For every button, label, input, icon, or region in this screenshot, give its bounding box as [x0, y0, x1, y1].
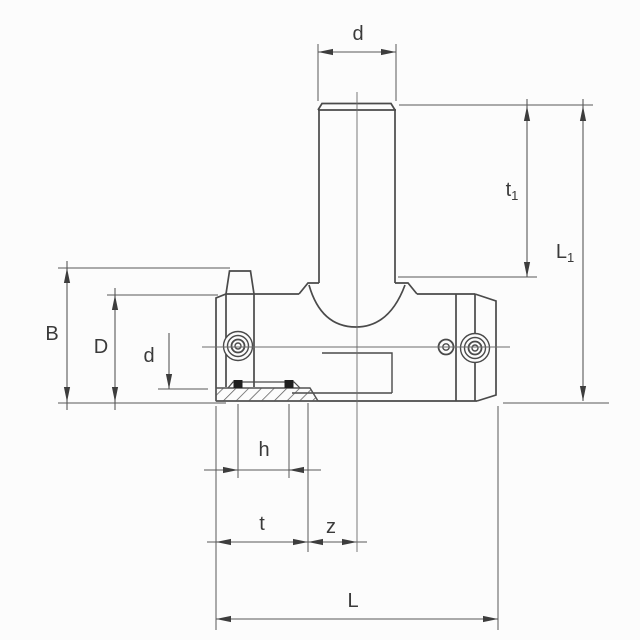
- dimension-lines: [66, 51, 584, 620]
- body-terminal-bump: [225, 270, 255, 295]
- main-body: [215, 102, 497, 402]
- left-terminal-ring-mid: [226, 334, 250, 358]
- arrow-t1-down: [523, 262, 531, 277]
- arrow-D-down: [111, 387, 119, 402]
- terminals: [222, 330, 491, 364]
- arrow-branch-d-left: [318, 48, 333, 56]
- left-terminal-ring-inner: [230, 338, 246, 354]
- label-z-offset-text: z: [326, 516, 336, 538]
- label-socket-depth: t: [259, 514, 265, 534]
- arrow-D-up: [111, 295, 119, 310]
- arrow-L-left: [216, 615, 231, 623]
- arrow-L-right: [483, 615, 498, 623]
- label-branch-diameter: d: [352, 24, 363, 44]
- label-bore-diameter-text: d: [143, 345, 155, 367]
- bore-funnel: [308, 284, 406, 328]
- label-overall-height: B: [45, 324, 58, 344]
- body-right-end: [474, 293, 497, 402]
- arrow-t-left: [216, 538, 231, 546]
- label-overall-height-text: B: [45, 323, 59, 345]
- arrow-z-left: [308, 538, 323, 546]
- label-t1-base: t: [505, 179, 512, 201]
- arrow-B-down: [63, 387, 71, 402]
- label-coil-zone-length-text: h: [258, 439, 270, 461]
- label-bore-diameter: d: [143, 346, 154, 366]
- arrow-branch-d-right: [381, 48, 396, 56]
- right-terminal-large: [459, 332, 491, 364]
- arrow-bore-d-down: [165, 374, 173, 389]
- arrow-B-up: [63, 268, 71, 283]
- coil-pin-left: [233, 380, 243, 388]
- left-terminal-pin-hole: [234, 342, 242, 350]
- body-left-face: [215, 293, 299, 401]
- label-z-offset: z: [326, 517, 336, 537]
- label-body-diameter: D: [94, 337, 108, 357]
- label-socket-depth-text: t: [259, 513, 265, 535]
- arrow-L1-down: [579, 386, 587, 401]
- arrow-h-right: [289, 466, 304, 474]
- left-terminal: [222, 330, 254, 362]
- bore-window: [292, 352, 393, 394]
- label-overall-length: L: [347, 591, 358, 611]
- label-l1-subscript: 1: [566, 250, 575, 265]
- saddle-ledge-left: [298, 282, 319, 295]
- label-t1-subscript: 1: [511, 188, 519, 203]
- label-l1-base: L: [555, 241, 567, 263]
- right-large-pin-hole: [471, 344, 479, 352]
- label-overall-length-text: L: [347, 590, 359, 612]
- arrow-h-left: [223, 466, 238, 474]
- arrow-L1-up: [579, 106, 587, 121]
- label-t1: t1: [506, 180, 519, 202]
- centerlines: [202, 92, 510, 552]
- label-branch-diameter-text: d: [352, 23, 364, 45]
- fusion-coil-hatch: [215, 387, 319, 402]
- arrow-t-right: [293, 538, 308, 546]
- arrow-t1-up: [523, 106, 531, 121]
- label-body-diameter-text: D: [93, 336, 109, 358]
- label-coil-zone-length: h: [258, 440, 269, 460]
- label-l1: L1: [556, 242, 574, 264]
- coil-pin-right: [284, 380, 294, 388]
- right-large-ring-inner: [467, 340, 483, 356]
- coil-plateau: [227, 381, 301, 389]
- arrow-z-right: [342, 538, 357, 546]
- right-large-ring-mid: [463, 336, 487, 360]
- saddle-ledge-right: [395, 282, 418, 295]
- dimension-arrows: [63, 48, 587, 623]
- extension-lines: [58, 44, 609, 630]
- terminal-pins: [233, 380, 294, 388]
